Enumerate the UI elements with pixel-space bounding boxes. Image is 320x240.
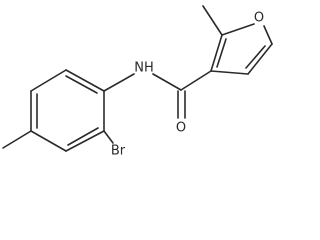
molecule-drawing: NH O O Br (2, 5, 273, 159)
benzene-ring (30, 69, 105, 152)
bond-fu-o-c5 (263, 25, 273, 45)
bond-fu-c2-o (221, 23, 255, 36)
chemical-structure-diagram: NH O O Br (2, 5, 273, 159)
bond-n-carbonyl (152, 73, 182, 91)
bond-ar-c1-c2 (65, 69, 105, 92)
bond-aryl-n (103, 73, 135, 92)
bond-fu-c4-c3 (210, 70, 249, 75)
bond-fu-c3-c2 (210, 34, 223, 72)
bond-aryl-methyl (2, 130, 32, 149)
atom-label-o-carbonyl: O (176, 121, 186, 136)
bond-carbonyl-furan (180, 70, 212, 91)
bond-c-br (103, 130, 114, 144)
bond-furan-methyl (202, 5, 223, 36)
bond-ar-c2-c3 (30, 69, 67, 92)
atom-label-o-ring: O (254, 11, 264, 26)
furan-ring (210, 23, 273, 75)
bond-ar-inner-3 (67, 127, 99, 146)
bond-ar-c4-c5 (30, 130, 67, 152)
bond-ar-c5-c6 (65, 130, 105, 152)
bond-ar-inner-1 (65, 75, 98, 94)
bond-fu-inner-1 (216, 38, 227, 68)
bond-fu-inner-2 (245, 45, 266, 69)
atom-label-br: Br (111, 144, 126, 159)
bond-fu-c5-c4 (247, 43, 273, 75)
atom-label-nh: NH (134, 61, 154, 76)
